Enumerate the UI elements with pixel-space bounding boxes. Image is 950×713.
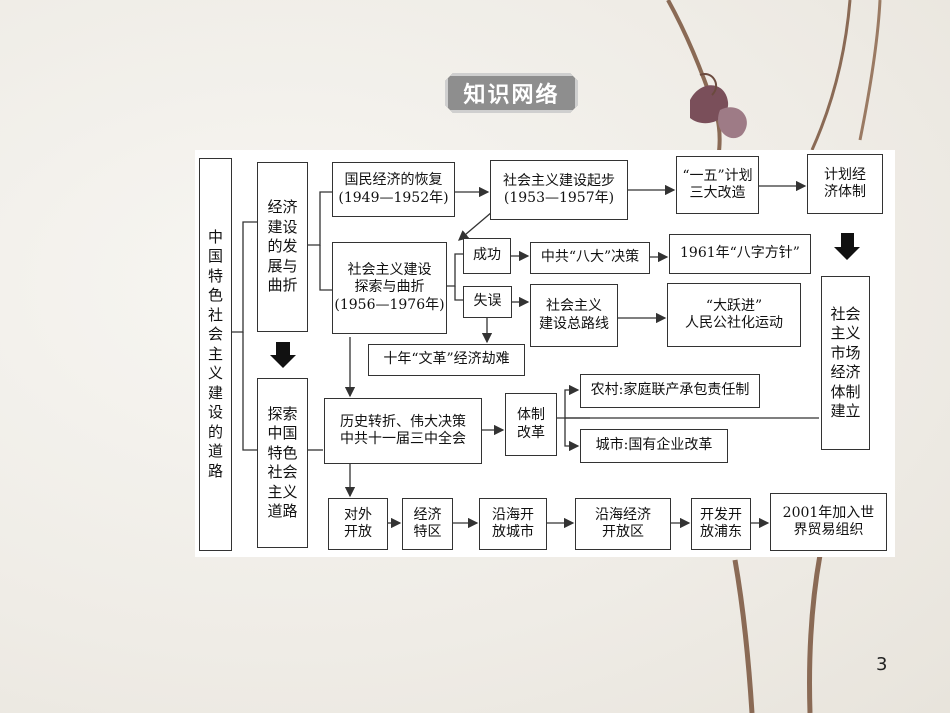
pudong-development-node: 开发开 放浦东	[691, 498, 751, 550]
wto-accession-node: 2001年加入世 界贸易组织	[770, 493, 887, 551]
system-reform-node: 体制 改革	[505, 393, 557, 456]
slide-title-badge: 知识网络	[445, 73, 578, 113]
cultural-revolution-node: 十年“文革”经济劫难	[368, 344, 525, 376]
special-economic-zone-node: 经济 特区	[402, 498, 453, 550]
knowledge-network-diagram: 中 国 特 色 社 会 主 义 建 设 的 道 路 经济 建设 的发 展与 曲折…	[195, 150, 895, 557]
turning-point-node: 历史转折、伟大决策 中共十一届三中全会	[324, 398, 482, 464]
market-economy-node: 社会 主义 市场 经济 体制 建立	[821, 276, 870, 450]
exploration-setback-node: 社会主义建设 探索与曲折 (1956—1976年)	[332, 242, 447, 334]
success-node: 成功	[463, 238, 511, 274]
great-leap-node: “大跃进” 人民公社化运动	[667, 283, 801, 347]
page-number: 3	[876, 654, 888, 675]
diagram-connector-lines	[232, 180, 860, 529]
coastal-open-cities-node: 沿海开 放城市	[479, 498, 547, 550]
coastal-open-zones-node: 沿海经济 开放区	[575, 498, 671, 550]
general-line-node: 社会主义 建设总路线	[530, 284, 618, 347]
urban-reform-node: 城市:国有企业改革	[580, 429, 728, 463]
socialist-construction-start-node: 社会主义建设起步 (1953—1957年)	[490, 160, 628, 220]
rural-reform-node: 农村:家庭联产承包责任制	[580, 374, 760, 408]
mistake-node: 失误	[463, 286, 512, 318]
economic-recovery-node: 国民经济的恢复 (1949—1952年)	[332, 162, 455, 217]
exploration-path-branch: 探索 中国 特色 社会 主义 道路	[257, 378, 308, 548]
root-node: 中 国 特 色 社 会 主 义 建 设 的 道 路	[199, 158, 232, 551]
planned-economy-node: 计划经 济体制	[807, 154, 883, 214]
opening-up-node: 对外 开放	[328, 498, 388, 550]
eight-character-policy-node: 1961年“八字方针”	[669, 234, 811, 274]
economic-development-branch: 经济 建设 的发 展与 曲折	[257, 162, 308, 332]
eighth-congress-node: 中共“八大”决策	[530, 242, 650, 274]
five-year-plan-node: “一五”计划 三大改造	[676, 156, 759, 214]
